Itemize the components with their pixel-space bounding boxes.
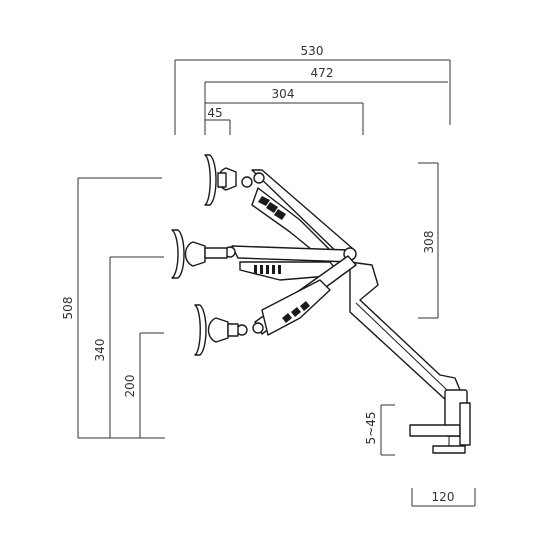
dimension-120-label: 120 — [432, 490, 455, 504]
dimension-200: 200 — [123, 332, 164, 438]
arm-position-middle — [171, 229, 357, 281]
dimension-508: 508 — [61, 177, 165, 439]
dimension-200-label: 200 — [123, 375, 137, 398]
dimension-308-label: 308 — [422, 231, 436, 254]
dimension-472: 472 — [204, 66, 448, 135]
arm-position-bottom — [194, 255, 357, 356]
dimension-304: 304 — [205, 87, 364, 135]
dimension-530: 530 — [174, 44, 451, 135]
dimension-308: 308 — [418, 162, 439, 319]
dimension-304-label: 304 — [272, 87, 295, 101]
desk-clamp — [409, 389, 471, 454]
dimension-340-label: 340 — [93, 339, 107, 362]
dimension-5-45-label: 5~45 — [364, 412, 378, 445]
dimension-530-label: 530 — [301, 44, 324, 58]
dimension-340: 340 — [93, 256, 164, 438]
dimension-5-45: 5~45 — [364, 404, 395, 456]
dimension-508-label: 508 — [61, 297, 75, 320]
arm-position-top — [204, 154, 353, 261]
dimension-45-label: 45 — [207, 106, 222, 120]
dimension-120: 120 — [411, 488, 476, 507]
support-arm — [349, 261, 463, 403]
dimension-45: 45 — [205, 106, 231, 135]
dimension-472-label: 472 — [311, 66, 334, 80]
